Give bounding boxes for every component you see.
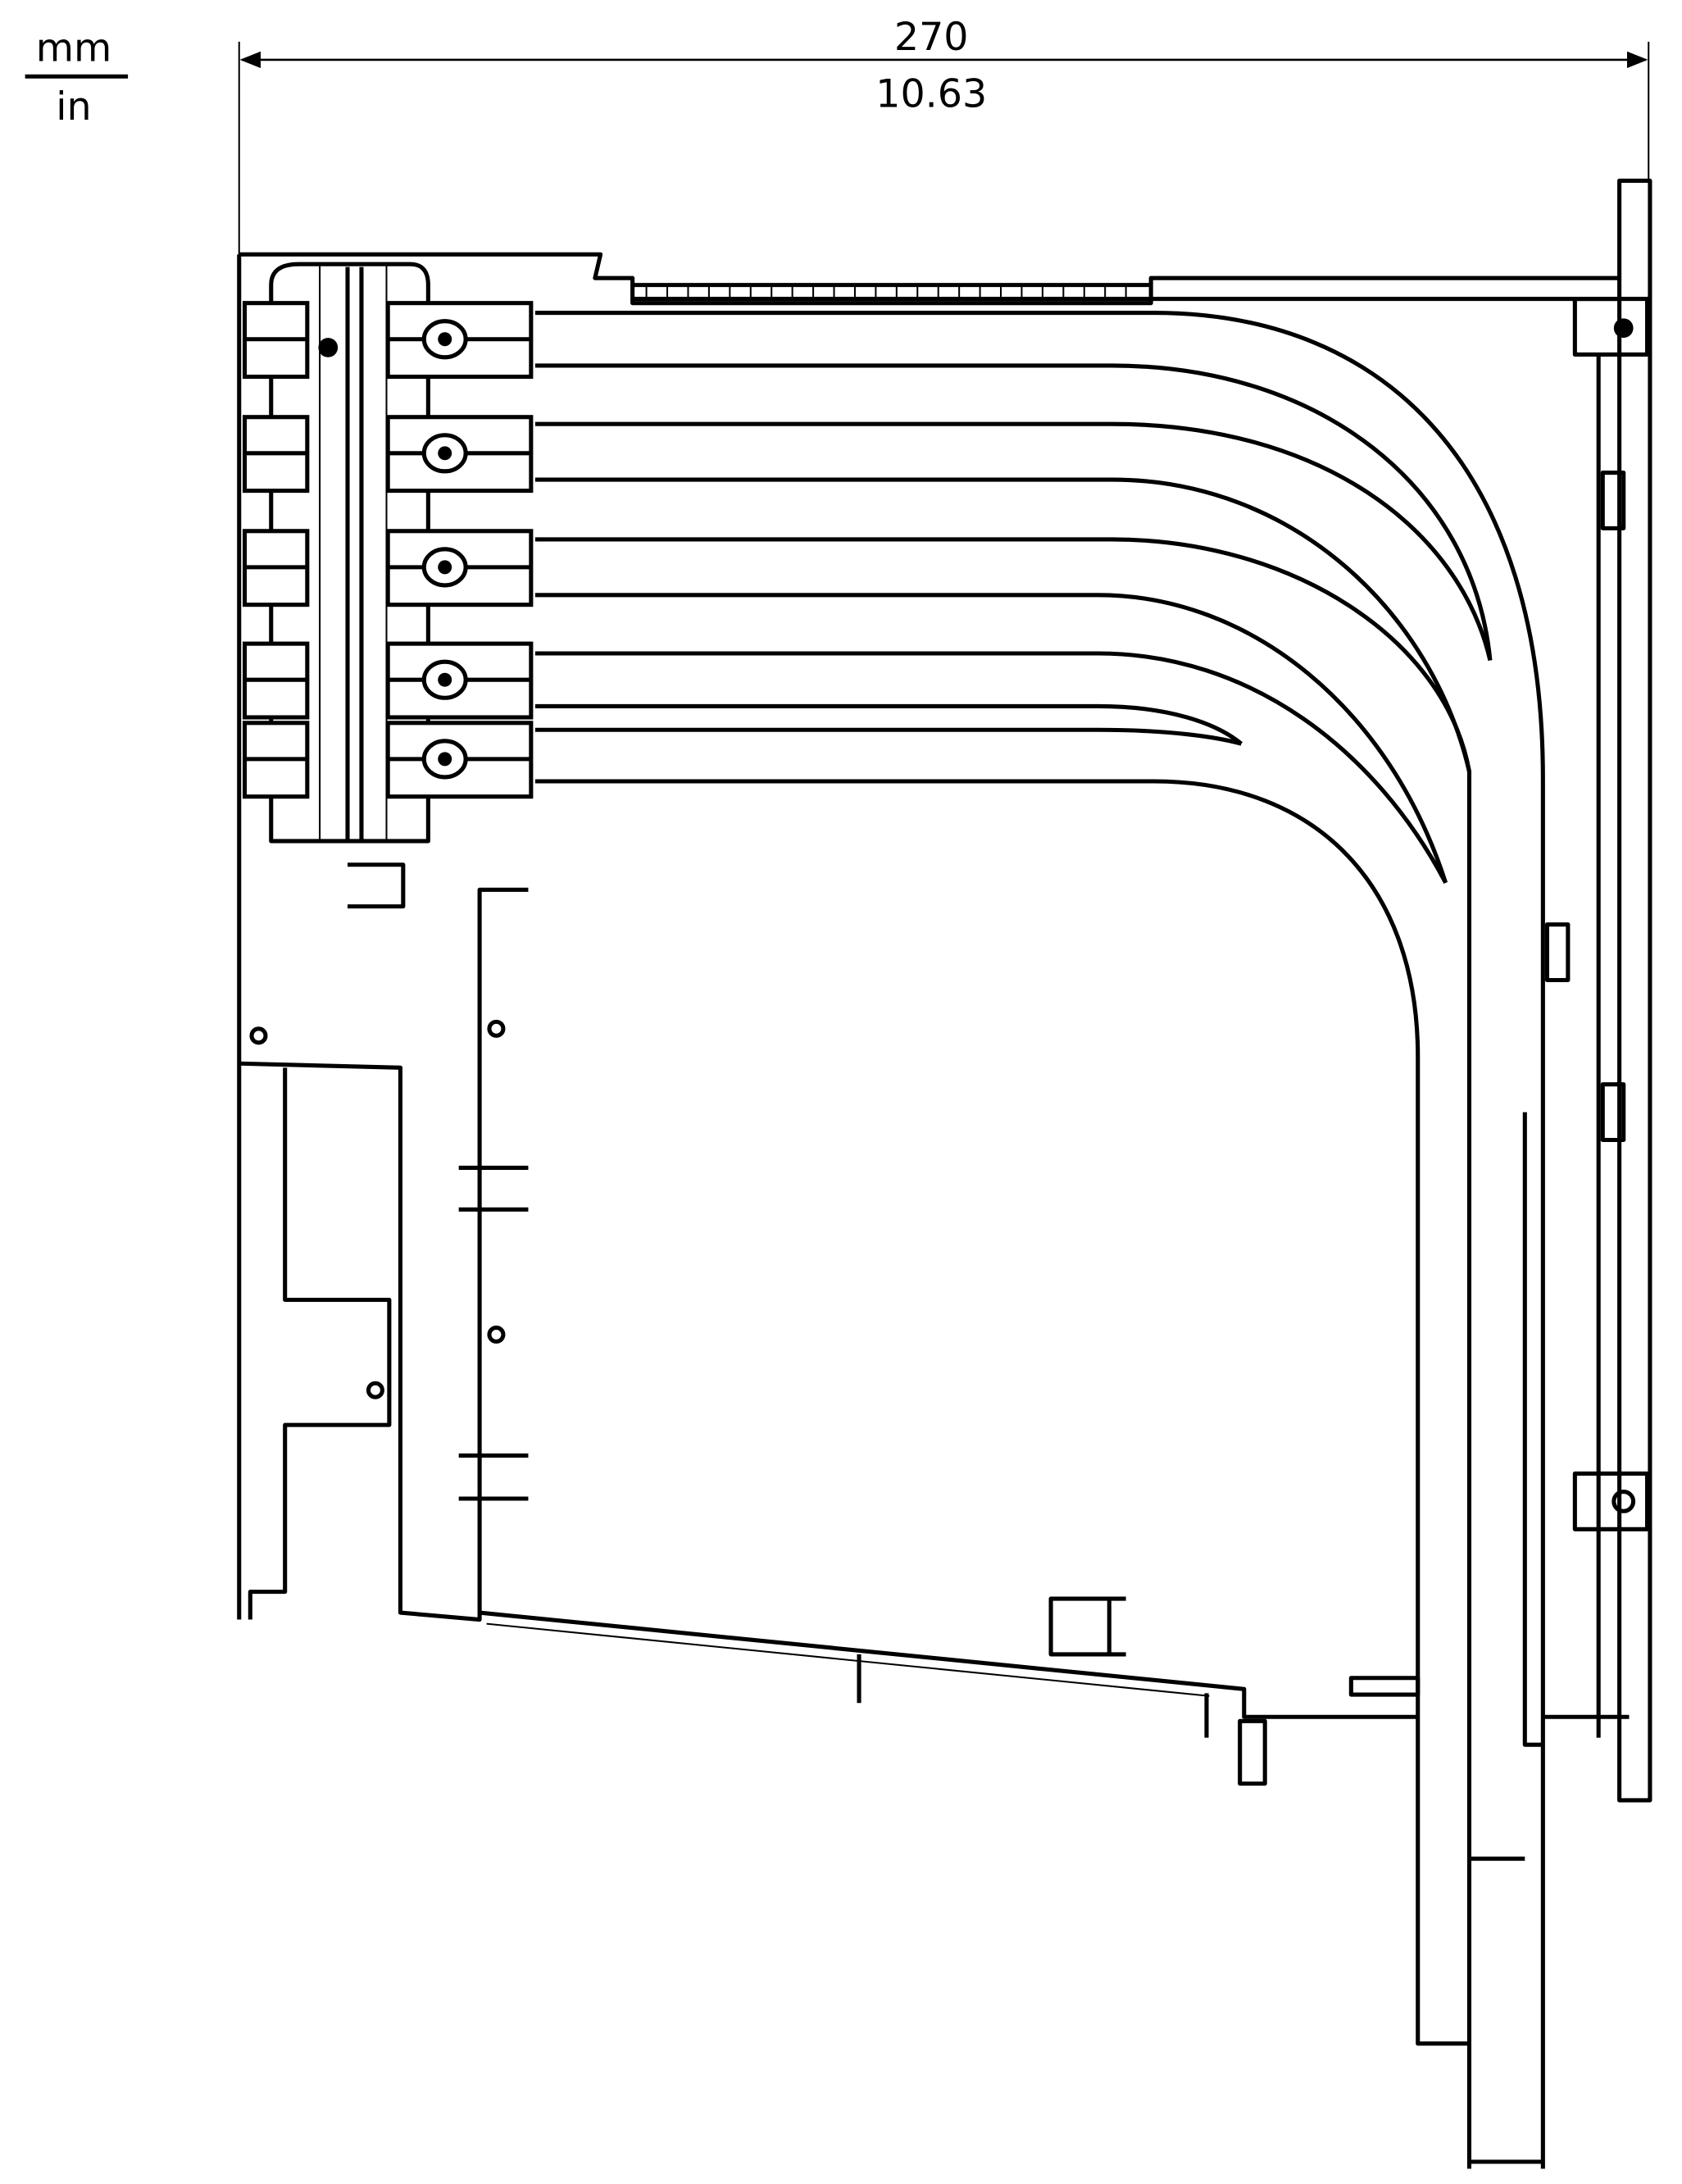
- dimension-in: 10.63: [875, 72, 987, 117]
- unit-in: in: [56, 84, 91, 130]
- dimension-mm: 270: [894, 15, 969, 60]
- terminal-row-3: [242, 529, 534, 607]
- terminal-row-2: [242, 415, 534, 494]
- cable-bundle: [534, 310, 1545, 2169]
- units-legend: mm in: [25, 26, 129, 130]
- housing-left: [237, 254, 529, 1622]
- terminal-block: [242, 262, 534, 844]
- terminal-row-1: [242, 301, 534, 380]
- mounting-bracket: [1543, 178, 1652, 1803]
- rail-teeth: [645, 284, 1127, 299]
- bottom-tray: [479, 1596, 1421, 1786]
- unit-mm: mm: [36, 26, 111, 71]
- terminal-row-4: [242, 641, 534, 720]
- top-rail: [239, 252, 1620, 306]
- terminal-row-5: [242, 721, 534, 799]
- width-dimension: 270 10.63: [238, 15, 1650, 257]
